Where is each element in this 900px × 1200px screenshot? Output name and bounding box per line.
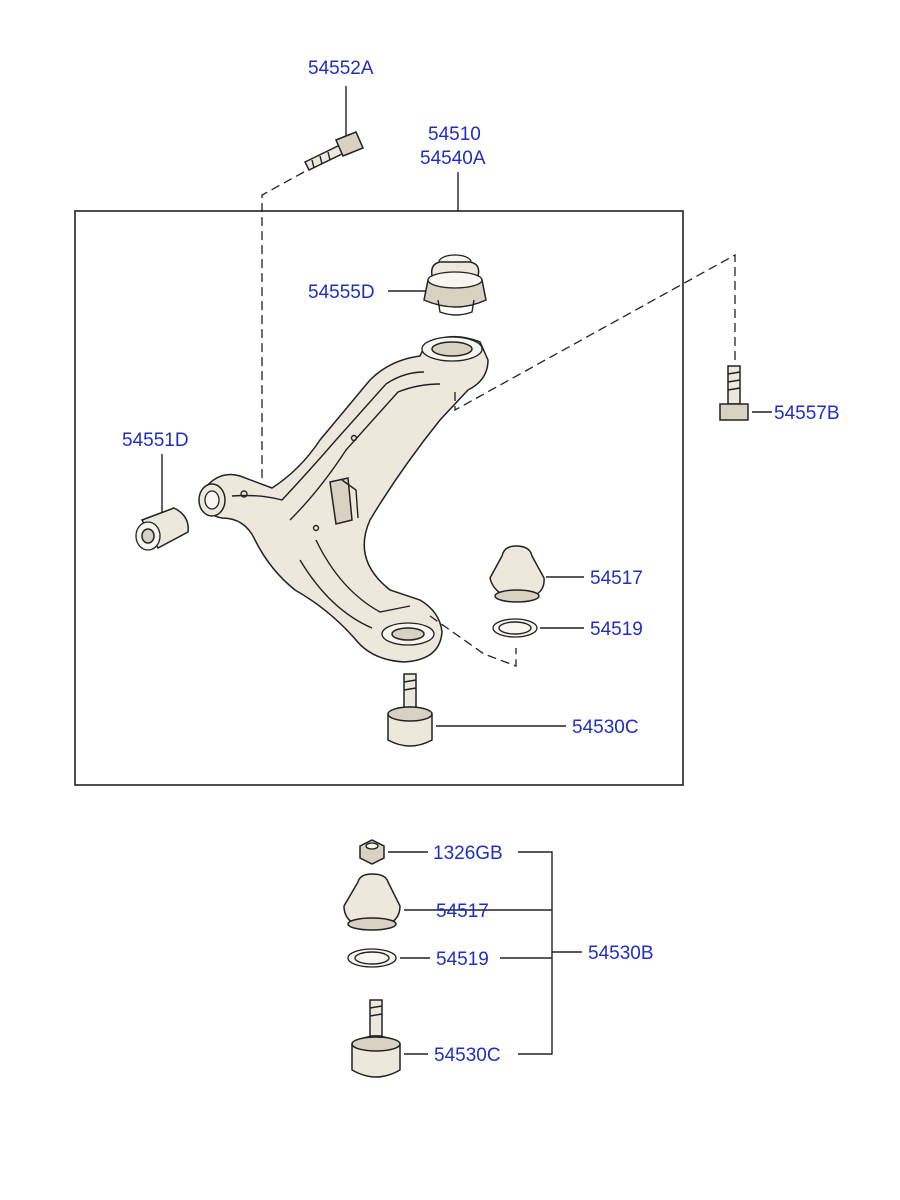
top-bolt-dashed-line [261, 171, 305, 478]
top-bolt-label[interactable]: 54552A [308, 58, 374, 79]
kit-dust-cover-part[interactable] [343, 873, 401, 931]
right-bolt-label[interactable]: 54557B [774, 403, 840, 424]
right-bolt-part[interactable] [719, 365, 749, 421]
rear-bushing-part[interactable] [423, 254, 487, 316]
kit-bracket [518, 851, 553, 1055]
assembly-frame [74, 210, 684, 786]
kit-ball-joint-label[interactable]: 54530C [434, 1045, 501, 1066]
ball-joint-label[interactable]: 54530C [572, 717, 639, 738]
dust-cover-label[interactable]: 54517 [590, 568, 643, 589]
rear-bushing-label[interactable]: 54555D [308, 282, 375, 303]
kit-ball-joint-part[interactable] [351, 999, 401, 1078]
kit-snap-ring-part[interactable] [347, 948, 397, 968]
kit-dust-cover-label[interactable]: 54517 [436, 901, 489, 922]
arm-label-line2[interactable]: 54540A [420, 148, 486, 169]
dust-cover-part[interactable] [489, 545, 545, 603]
lower-control-arm[interactable] [198, 336, 489, 663]
kit-snap-ring-label[interactable]: 54519 [436, 949, 489, 970]
kit-assembly-label[interactable]: 54530B [588, 943, 654, 964]
kit-nut-part[interactable] [359, 839, 385, 865]
snap-ring-label[interactable]: 54519 [590, 619, 643, 640]
right-bolt-dashed-line [454, 253, 736, 412]
ball-joint-part[interactable] [387, 673, 433, 747]
snap-ring-part[interactable] [492, 618, 538, 638]
kit-nut-label[interactable]: 1326GB [433, 843, 503, 864]
arm-label-line1[interactable]: 54510 [428, 124, 481, 145]
front-bushing-part[interactable] [135, 507, 189, 551]
ball-joint-dashed-line [429, 615, 517, 667]
front-bushing-label[interactable]: 54551D [122, 430, 189, 451]
top-bolt-part[interactable] [303, 131, 364, 171]
